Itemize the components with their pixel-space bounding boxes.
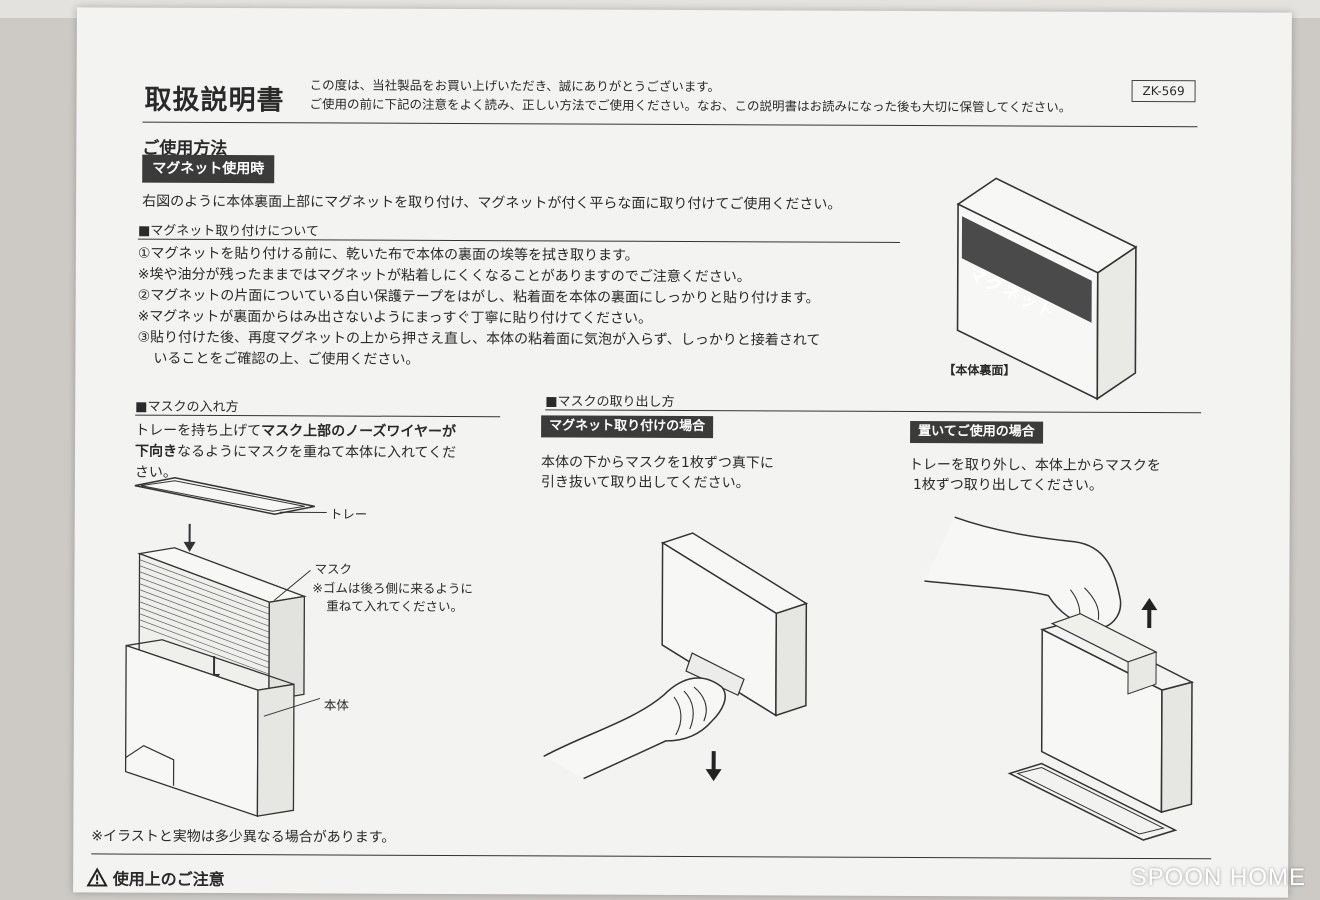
label-mask-note-1: ※ゴムは後ろ側に来るように <box>312 580 473 597</box>
header-rule <box>142 121 1198 128</box>
magnet-remove-text-2: 引き抜いて取り出してください。 <box>540 474 750 492</box>
insert-text-line-2: 下向きなるようにマスクを重ねて本体に入れてくだ <box>135 441 456 462</box>
insert-text-part-2: なるようにマスクを重ねて本体に入れてくだ <box>176 443 457 462</box>
insert-text-bold-2: 下向き <box>134 443 178 460</box>
intro-line-1: この度は、当社製品をお買い上げいただき、誠にありがとうございます。 <box>309 77 721 95</box>
magnet-strip <box>961 216 1092 323</box>
intro-line-2: ご使用の前に下記の注意をよく読み、正しい方法でご使用ください。なお、この説明書は… <box>309 96 1072 115</box>
attach-step-note-1: ※埃や油分が残ったままではマグネットが粘着しにくくなることがありますのでご注意く… <box>137 266 751 286</box>
warning-icon <box>86 867 108 887</box>
caution-heading-row: 使用上のご注意 <box>86 865 225 890</box>
placed-remove-illustration <box>924 516 1195 841</box>
watermark: SPOON HOME <box>1130 864 1306 891</box>
magnet-use-banner: マグネット使用時 <box>142 154 275 184</box>
attach-rule <box>137 238 900 243</box>
label-mask-note-2: 重ねて入れてください。 <box>326 598 464 615</box>
disclaimer-text: ※イラストと実物は多少異なる場合があります。 <box>91 828 396 846</box>
insert-heading: ■マスクの入れ方 <box>135 399 239 416</box>
instruction-sheet: 取扱説明書 この度は、当社製品をお買い上げいただき、誠にありがとうございます。 … <box>73 7 1292 898</box>
label-body: 本体 <box>323 697 349 713</box>
magnet-remove-illustration <box>543 532 809 782</box>
attach-step-3: ③貼り付けた後、再度マグネットの上から押さえ直し、本体の粘着面に気泡が入らず、し… <box>137 329 821 349</box>
document-title: 取扱説明書 <box>144 84 285 117</box>
insert-rule <box>135 414 501 418</box>
insert-text-line-1: トレーを持ち上げてマスク上部のノーズワイヤーが <box>135 420 456 441</box>
magnet-attached-banner: マグネット取り付けの場合 <box>541 415 714 439</box>
footer-rule <box>91 853 1212 860</box>
placed-use-banner: 置いてご使用の場合 <box>910 420 1043 444</box>
attach-step-note-2: ※マグネットが裏面からはみ出さないようにまっすぐ丁寧に貼り付けてください。 <box>137 308 653 327</box>
placed-remove-text-2: 1枚ずつ取り出してください。 <box>912 477 1103 494</box>
attach-step-1: ①マグネットを貼り付ける前に、乾いた布で本体の裏面の埃等を拭き取ります。 <box>137 245 639 264</box>
attach-step-3-cont: いることをご確認の上、ご使用ください。 <box>153 350 420 368</box>
model-number: ZK-569 <box>1131 79 1196 103</box>
body-back-caption: 【本体裏面】 <box>943 363 1016 378</box>
attach-step-2: ②マグネットの片面についている白い保護テープをはがし、粘着面を本体の裏面にしっか… <box>137 287 820 307</box>
magnet-remove-text-1: 本体の下からマスクを1枚ずつ真下に <box>540 454 774 472</box>
remove-heading: ■マスクの取り出し方 <box>545 394 675 410</box>
magnet-intro-text: 右図のように本体裏面上部にマグネットを取り付け、マグネットが付く平らな面に取り付… <box>142 193 842 213</box>
remove-rule <box>545 409 1202 414</box>
body-back-illustration <box>956 177 1138 401</box>
attach-heading: ■マグネット取り付けについて <box>137 223 319 240</box>
insert-text-bold-1: マスク上部のノーズワイヤーが <box>261 423 457 441</box>
insert-illustration <box>124 477 327 818</box>
insert-text-part-1: トレーを持ち上げて <box>135 422 262 440</box>
caution-heading: 使用上のご注意 <box>112 869 225 890</box>
placed-remove-text-1: トレーを取り外し、本体上からマスクを <box>908 456 1161 475</box>
label-tray: トレー <box>329 506 368 522</box>
label-mask: マスク <box>314 561 353 577</box>
